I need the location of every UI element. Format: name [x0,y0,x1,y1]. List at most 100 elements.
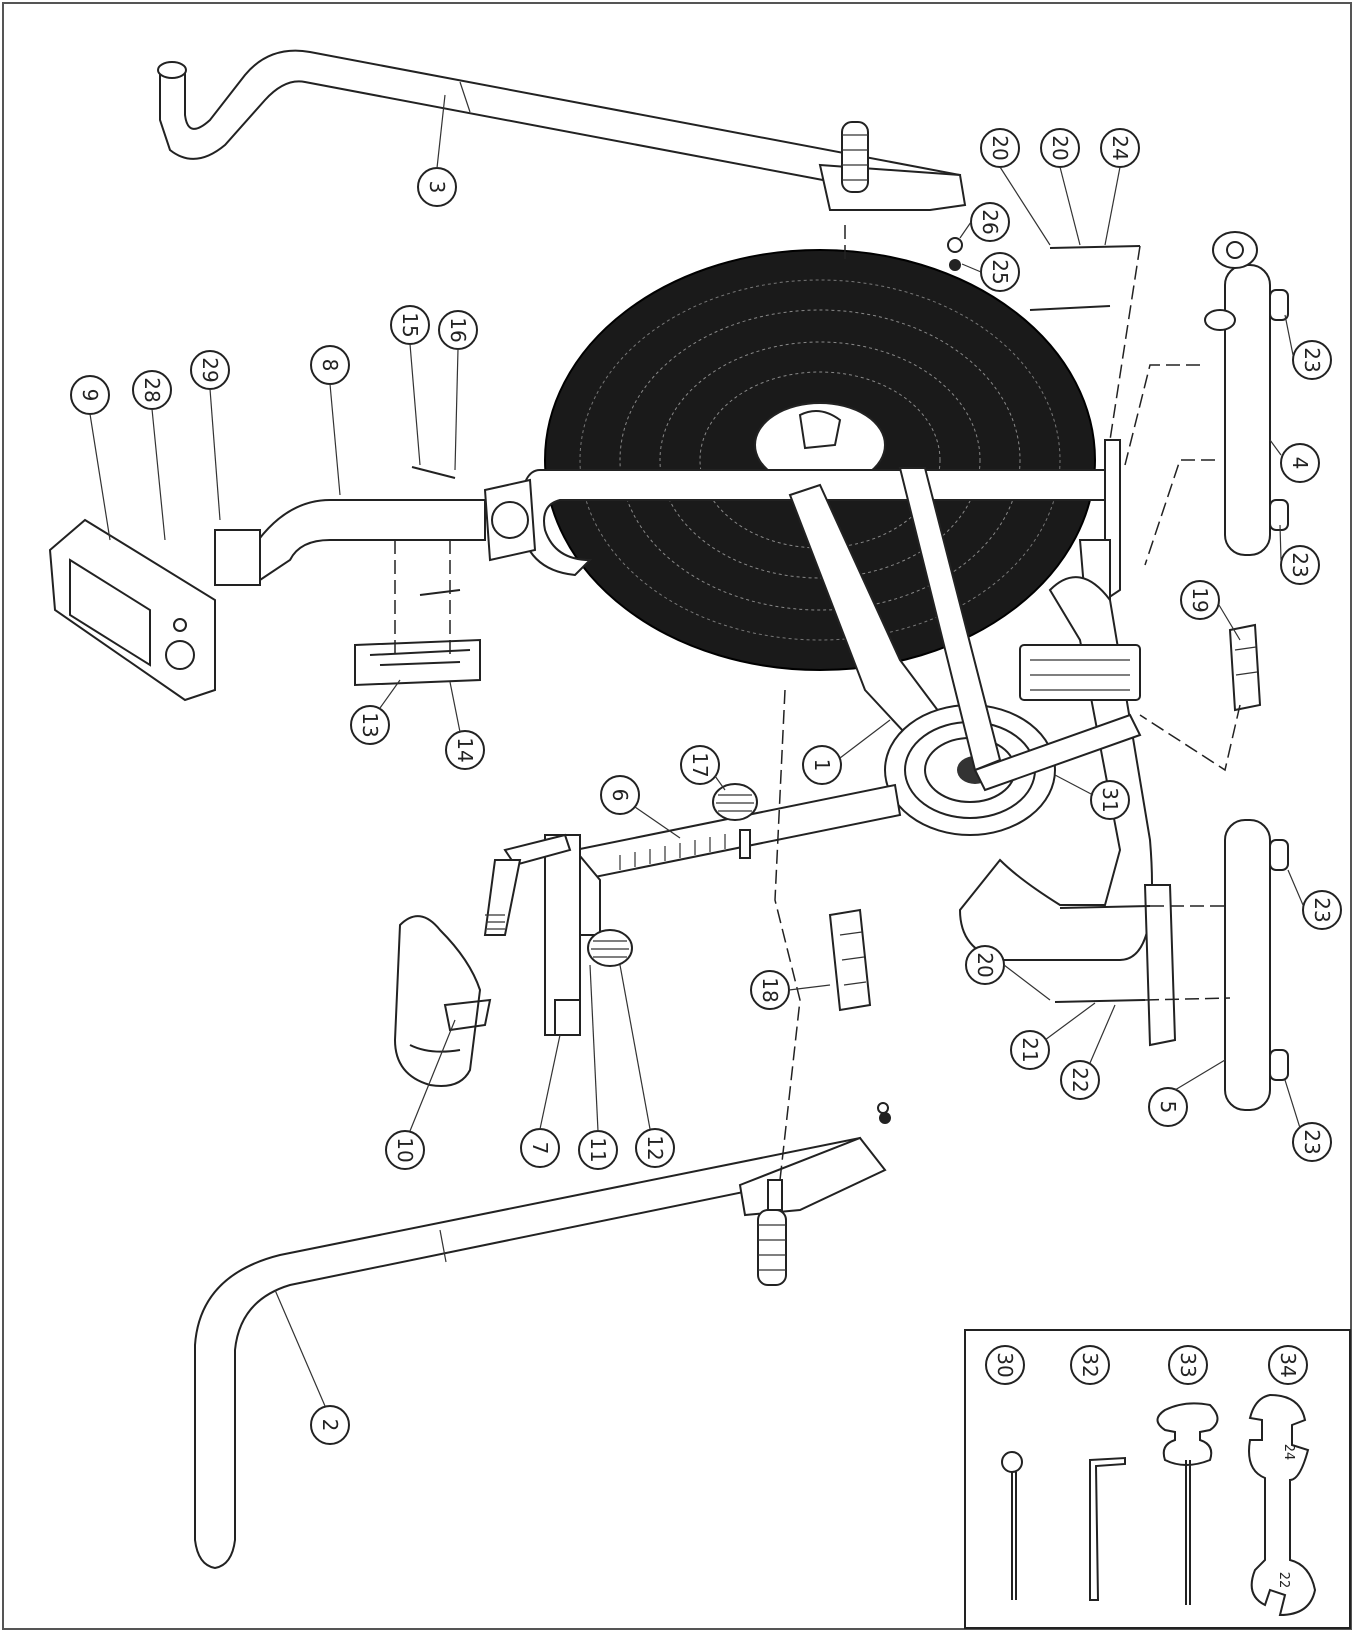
tool-32-allen-key [1089,1456,1126,1601]
part-label-15: 15 [390,305,430,345]
svg-text:20: 20 [988,135,1012,160]
svg-text:20: 20 [1048,135,1072,160]
pedal-18 [828,908,872,1012]
svg-text:20: 20 [973,952,997,977]
tool-33-t-handle [1156,1402,1219,1605]
seat-post-7 [483,833,581,1036]
part-label-17: 17 [680,745,720,785]
svg-text:31: 31 [1098,787,1122,812]
part-label-14: 14 [445,730,485,770]
part-label-23-b: 23 [1280,545,1320,585]
part-label-23-c: 23 [1302,890,1342,930]
part-label-30: 30 [985,1345,1025,1385]
part-label-32: 32 [1070,1345,1110,1385]
svg-text:24: 24 [1108,135,1132,160]
svg-text:16: 16 [446,317,470,342]
svg-text:13: 13 [358,712,382,737]
svg-text:11: 11 [586,1137,610,1162]
pedal-19 [1228,623,1262,712]
knob-12 [587,929,633,967]
part-label-16: 16 [438,310,478,350]
part-label-25: 25 [980,252,1020,292]
seat-10 [393,915,492,1087]
svg-text:15: 15 [398,312,422,337]
svg-text:18: 18 [758,977,782,1002]
part-label-13: 13 [350,705,390,745]
svg-text:19: 19 [1188,587,1212,612]
svg-text:14: 14 [453,737,477,762]
part-label-10: 10 [385,1130,425,1170]
part-label-21-bottom: 21 [1010,1030,1050,1070]
svg-text:7: 7 [528,1142,552,1155]
svg-text:23: 23 [1288,552,1312,577]
part-label-23-d: 23 [1292,1122,1332,1162]
part-label-23-a: 23 [1292,340,1332,380]
bottle-holder-13-14 [354,638,481,687]
part-label-1: 1 [802,745,842,785]
svg-text:5: 5 [1156,1101,1180,1114]
wrench-size-marking-24: 24 [1281,1444,1296,1461]
part-label-7: 7 [520,1128,560,1168]
part-label-28: 28 [132,370,172,410]
svg-text:2: 2 [318,1419,342,1432]
stabilizer-5 [1143,819,1289,1111]
svg-text:34: 34 [1276,1352,1300,1377]
svg-text:29: 29 [198,357,222,382]
svg-text:12: 12 [643,1135,667,1160]
svg-text:21: 21 [1018,1037,1042,1062]
handlebar-3 [157,49,967,211]
part-label-6: 6 [600,775,640,815]
bolts [411,237,1151,1124]
part-label-12: 12 [635,1128,675,1168]
svg-text:9: 9 [78,389,102,402]
leader-lines [394,225,1241,1181]
handlebar-2 [194,1136,887,1570]
part-label-26: 26 [970,202,1010,242]
svg-text:4: 4 [1288,457,1312,470]
svg-text:23: 23 [1310,897,1334,922]
part-label-8: 8 [310,345,350,385]
svg-text:6: 6 [608,789,632,802]
part-label-19: 19 [1180,580,1220,620]
svg-text:3: 3 [425,181,449,194]
svg-text:22: 22 [1068,1067,1092,1092]
part-label-29: 29 [190,350,230,390]
svg-text:30: 30 [993,1352,1017,1377]
svg-text:23: 23 [1300,1129,1324,1154]
svg-text:32: 32 [1078,1352,1102,1377]
part-label-5: 5 [1148,1087,1188,1127]
part-label-20-right: 20 [965,945,1005,985]
part-label-18: 18 [750,970,790,1010]
part-label-4: 4 [1280,443,1320,483]
stabilizer-4 [1204,231,1289,556]
part-label-34: 34 [1268,1345,1308,1385]
part-label-21-top-right: 20 [1040,128,1080,168]
svg-text:25: 25 [988,259,1012,284]
part-label-21-top-left: 20 [980,128,1020,168]
part-label-3: 3 [417,167,457,207]
svg-text:26: 26 [978,209,1002,234]
part-label-11: 11 [578,1130,618,1170]
knob-17 [712,783,758,821]
part-label-2: 2 [310,1405,350,1445]
part-label-22: 22 [1060,1060,1100,1100]
tool-34-wrench: 24 22 [1248,1393,1317,1617]
wrench-size-marking-22: 22 [1276,1572,1291,1589]
svg-text:8: 8 [318,359,342,372]
part-label-31: 31 [1090,780,1130,820]
part-label-9: 9 [70,375,110,415]
svg-text:28: 28 [140,377,164,402]
svg-text:1: 1 [810,759,834,772]
part-label-24: 24 [1100,128,1140,168]
tool-30-hex-key-t [1001,1451,1023,1600]
main-frame-1 [518,439,1153,961]
svg-text:10: 10 [393,1137,417,1162]
svg-text:23: 23 [1300,347,1324,372]
console-9 [48,518,261,702]
svg-text:17: 17 [688,752,712,777]
part-labels: 3 20 20 24 26 25 23 4 23 15 16 8 29 28 9… [70,94,1342,1445]
console-bracket-8 [243,478,537,582]
part-label-33: 33 [1168,1345,1208,1385]
